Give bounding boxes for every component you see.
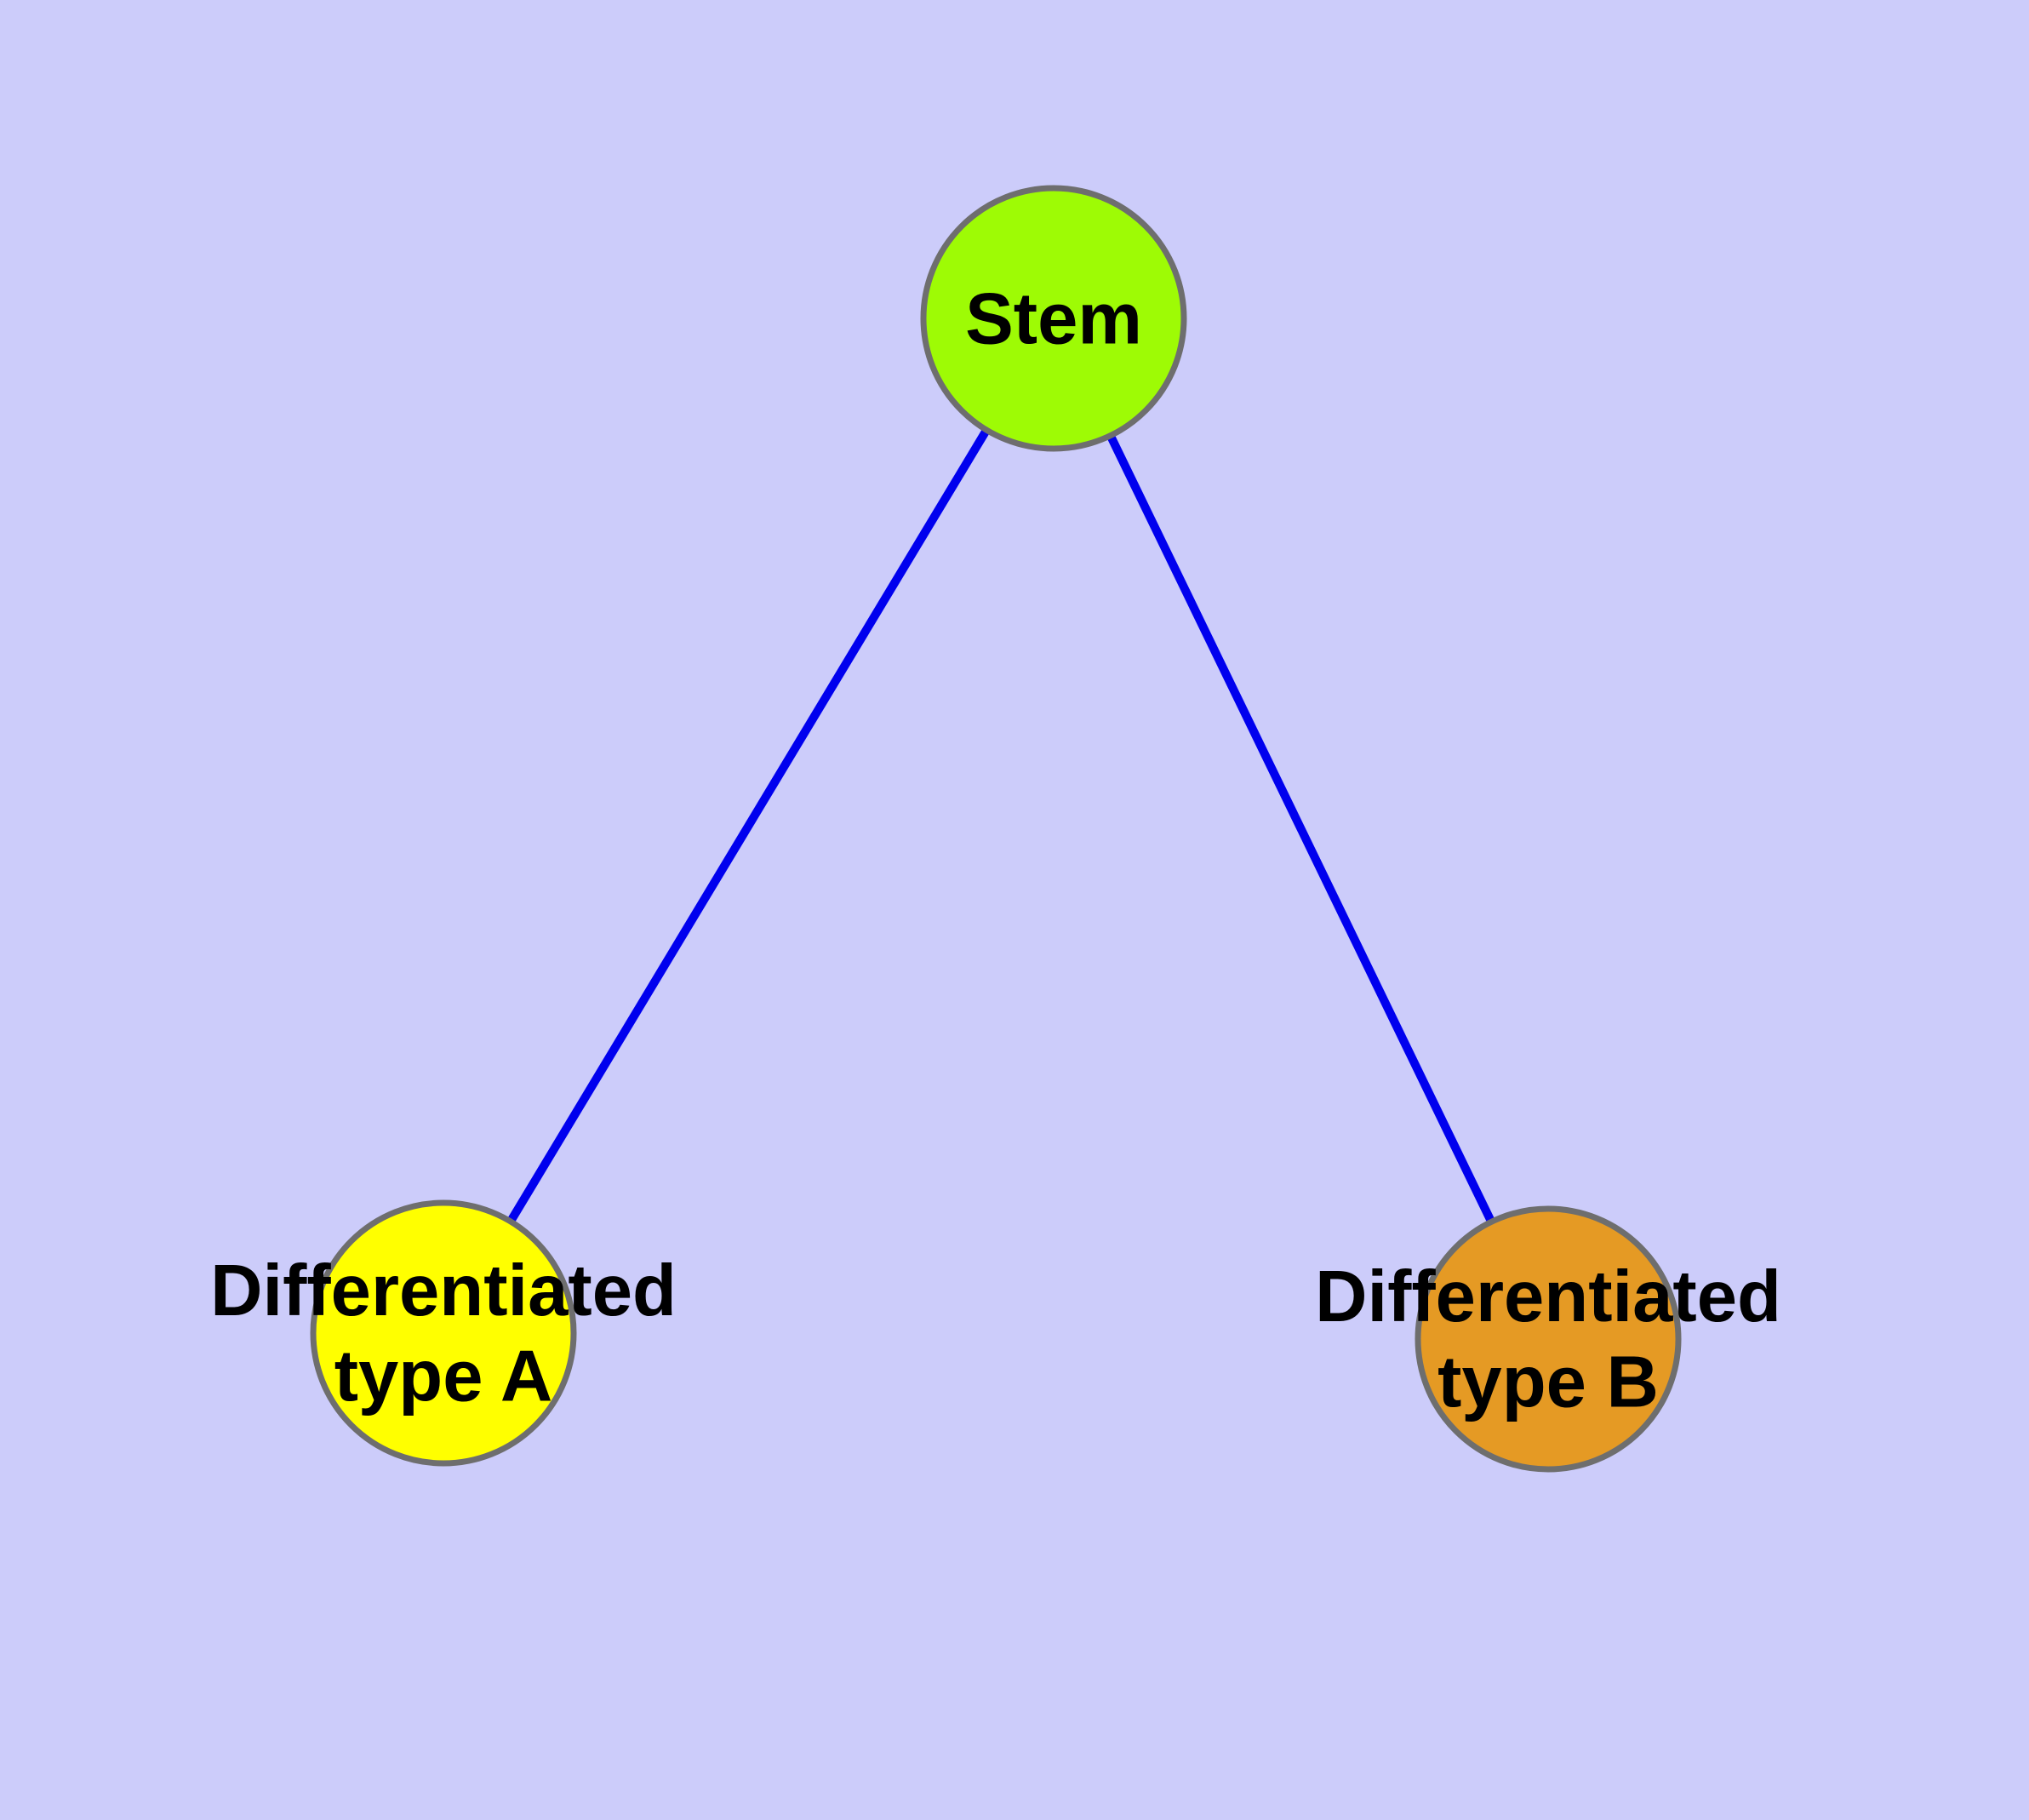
- node-circle-stem[interactable]: [920, 185, 1187, 452]
- edges-layer: [506, 426, 1496, 1226]
- node-label-stem: Stem: [965, 278, 1142, 359]
- node-label-line: Differentiated: [210, 1251, 677, 1331]
- node-circle-diff-b[interactable]: [1415, 1205, 1682, 1473]
- node-circle-diff-a[interactable]: [310, 1199, 577, 1467]
- node-label-line: type A: [334, 1336, 553, 1417]
- node-label-line: Differentiated: [1315, 1256, 1781, 1337]
- graph-edge-stem-to-b: [1106, 432, 1496, 1226]
- graph-edge-stem-to-a: [506, 426, 992, 1226]
- node-label-line: Stem: [965, 278, 1142, 359]
- graph-node-stem[interactable]: Stem: [920, 185, 1187, 452]
- node-label-line: type B: [1437, 1342, 1659, 1422]
